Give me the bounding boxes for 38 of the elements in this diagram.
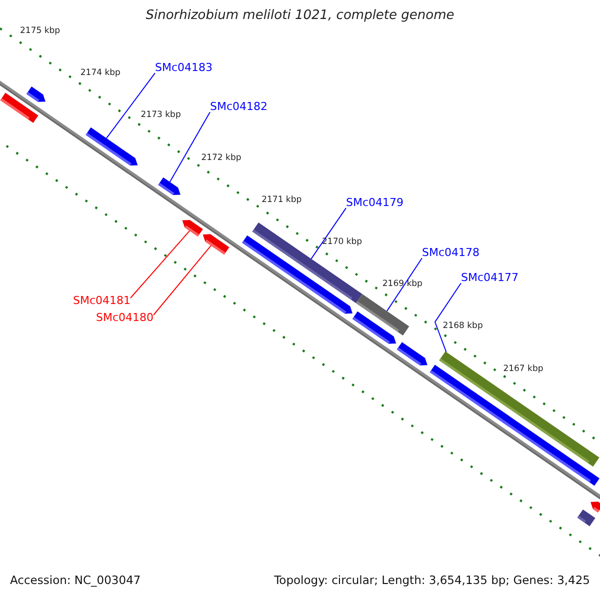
gene-label: SMc04177 — [461, 272, 519, 284]
gene-feature — [252, 222, 362, 304]
footer-text: Accession: NC_003047 — [10, 574, 141, 587]
scale-label: 2172 kbp — [201, 154, 242, 163]
gene-feature — [590, 502, 600, 512]
leader-line — [169, 112, 210, 182]
leader-line — [386, 258, 422, 312]
gene-label: SMc04182 — [210, 101, 268, 114]
leader-line — [130, 230, 190, 298]
title: Sinorhizobium meliloti 1021, complete genome — [144, 9, 456, 24]
leader-line — [310, 208, 346, 260]
gene-label: SMc04181 — [73, 295, 131, 308]
gene-label: SMc04183 — [155, 62, 213, 74]
gene-label: SMc04178 — [422, 247, 480, 260]
leader-line — [106, 72, 156, 139]
gene-feature — [396, 342, 428, 366]
scale-label: 2175 kbp — [20, 27, 60, 36]
gene-feature — [182, 220, 203, 236]
gene-feature — [202, 234, 230, 255]
leader-line — [153, 245, 212, 316]
gene-feature — [86, 127, 138, 166]
scale-label: 2171 kbp — [262, 196, 302, 206]
gene-feature — [430, 364, 600, 486]
scale-label: 2169 kbp — [382, 280, 422, 290]
gene-feature — [26, 86, 46, 102]
gene-feature — [158, 177, 180, 196]
scale-label: 2167 kbp — [503, 364, 544, 374]
scale-label: 2174 kbp — [80, 69, 120, 79]
gene-label: SMc04179 — [346, 197, 404, 210]
footer-text: Topology: circular; Length: 3,654,135 bp; Genes: 3,425 — [274, 574, 590, 587]
scale-label: 2173 kbp — [140, 111, 181, 121]
gene-label: SMc04180 — [96, 312, 154, 324]
gene-feature — [352, 311, 396, 344]
leader-line — [434, 282, 462, 352]
scale-label: 2170 kbp — [322, 238, 362, 248]
scale-label: 2168 kbp — [442, 322, 483, 332]
gene-feature — [0, 92, 38, 123]
gene-feature — [577, 509, 596, 526]
